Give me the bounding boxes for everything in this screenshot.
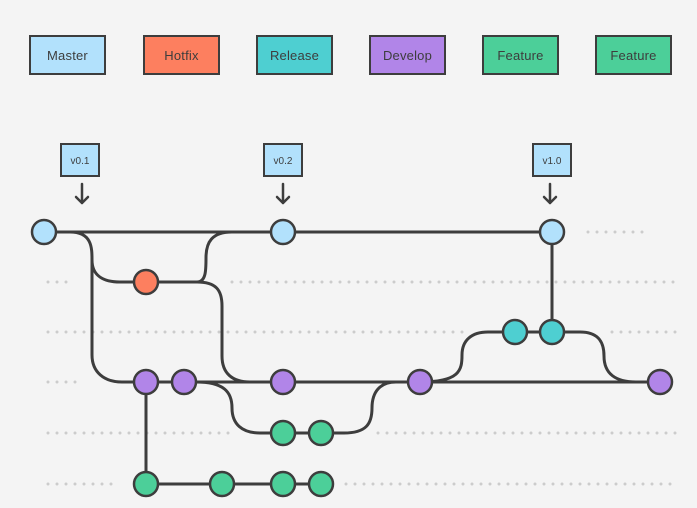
- develop-commit: [269, 368, 297, 396]
- feature2-commit: [132, 470, 160, 498]
- feature-commit: [307, 419, 335, 447]
- legend-label: Develop: [382, 47, 433, 63]
- release-commit: [538, 318, 566, 346]
- down-arrow-icon: [542, 182, 558, 205]
- hotfix-commit: [132, 268, 160, 296]
- legend-develop: Develop: [369, 35, 446, 75]
- legend-release: Release: [256, 35, 333, 75]
- feature-line: [194, 380, 398, 435]
- legend-label: Hotfix: [164, 47, 199, 63]
- develop-commit: [132, 368, 160, 396]
- tag-label: v0.1: [71, 156, 90, 167]
- release-commit: [501, 318, 529, 346]
- down-arrow-icon: [74, 182, 90, 205]
- legend-label: Feature: [497, 47, 544, 63]
- legend-label: Release: [269, 47, 320, 63]
- develop-commit: [646, 368, 674, 396]
- tag-v0-1: v0.1: [60, 143, 100, 205]
- tag-label: v1.0: [543, 156, 562, 167]
- tag-v0-2: v0.2: [263, 143, 303, 205]
- legend-label: Feature: [610, 47, 657, 63]
- tag-label: v0.2: [274, 156, 293, 167]
- branch-legend: Master Hotfix Release Develop Feature Fe…: [29, 35, 681, 77]
- legend-feature-1: Feature: [482, 35, 559, 75]
- tag-box: [263, 143, 303, 177]
- develop-commit: [406, 368, 434, 396]
- tag-v1-0: v1.0: [532, 143, 572, 205]
- master-commit: [30, 218, 58, 246]
- down-arrow-icon: [275, 182, 291, 205]
- develop-line-left: [90, 258, 422, 384]
- master-commit: [538, 218, 566, 246]
- master-commit: [269, 218, 297, 246]
- release-and-develop-line: [418, 330, 662, 384]
- branch-dotted-guides: [46, 230, 678, 486]
- feature2-commit: [269, 470, 297, 498]
- legend-hotfix: Hotfix: [143, 35, 220, 75]
- legend-master: Master: [29, 35, 106, 75]
- tag-box: [60, 143, 100, 177]
- feature2-commit: [307, 470, 335, 498]
- legend-feature-2: Feature: [595, 35, 672, 75]
- feature2-commit: [208, 470, 236, 498]
- hotfix-merge-to-develop-line: [195, 280, 252, 384]
- tag-box: [532, 143, 572, 177]
- feature-commit: [269, 419, 297, 447]
- legend-label: Master: [47, 47, 88, 63]
- develop-commit: [170, 368, 198, 396]
- branch-lines: [42, 230, 662, 486]
- commits: [30, 218, 674, 498]
- version-tags: v0.1 v0.2 v1.0: [60, 143, 572, 205]
